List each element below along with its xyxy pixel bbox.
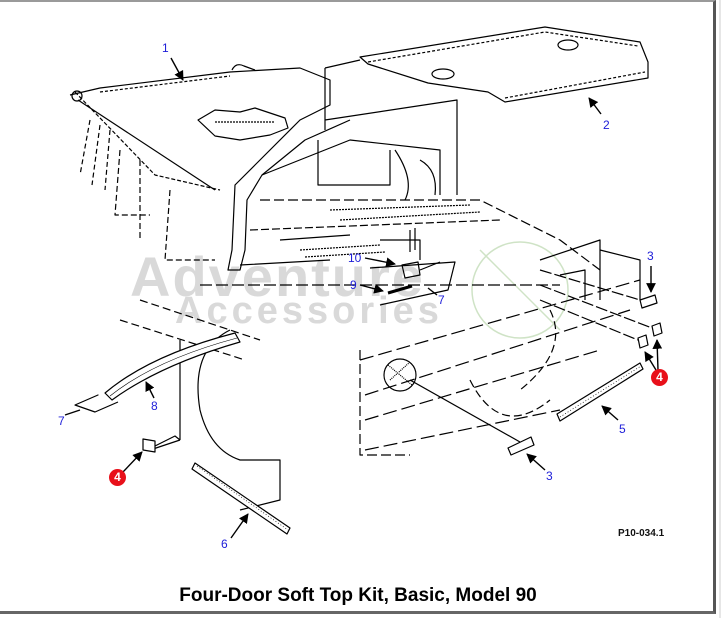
side-strip-left [191,462,291,535]
watermark-compass [471,241,569,339]
body-structure [119,139,641,511]
callout-9: 9 [350,278,357,292]
frame-shadow [719,0,721,618]
fastener-group-left [74,394,119,413]
callout-1: 1 [162,41,169,55]
diagram-caption: Four-Door Soft Top Kit, Basic, Model 90 [179,585,537,606]
leader-arrows [64,57,663,539]
clip-left [142,435,181,453]
callout-8: 8 [151,399,158,413]
figure-id: P10-034.1 [618,528,665,539]
callout-2: 2 [603,118,610,132]
callout-7-center: 7 [438,293,445,307]
side-strip-right [556,362,644,422]
end-cap-lower [409,379,535,456]
fastener-group-center [369,261,456,306]
callout-6: 6 [221,537,228,551]
curved-rail [104,332,241,401]
callout-10: 10 [348,251,362,265]
callout-3-lower: 3 [546,469,553,483]
callout-4-left-badge: 4 [109,469,126,486]
end-cap-right-upper [539,269,658,309]
callout-4-right-badge: 4 [651,369,668,386]
callout-7-left: 7 [58,414,65,428]
clip-right [539,284,663,349]
callout-5: 5 [619,422,626,436]
callout-3-upper: 3 [647,249,654,263]
watermark-line2: Accessories [175,290,443,332]
watermark-line1: Adventure [130,245,425,308]
rear-top-panel [324,26,649,195]
soft-top-main [69,64,351,271]
